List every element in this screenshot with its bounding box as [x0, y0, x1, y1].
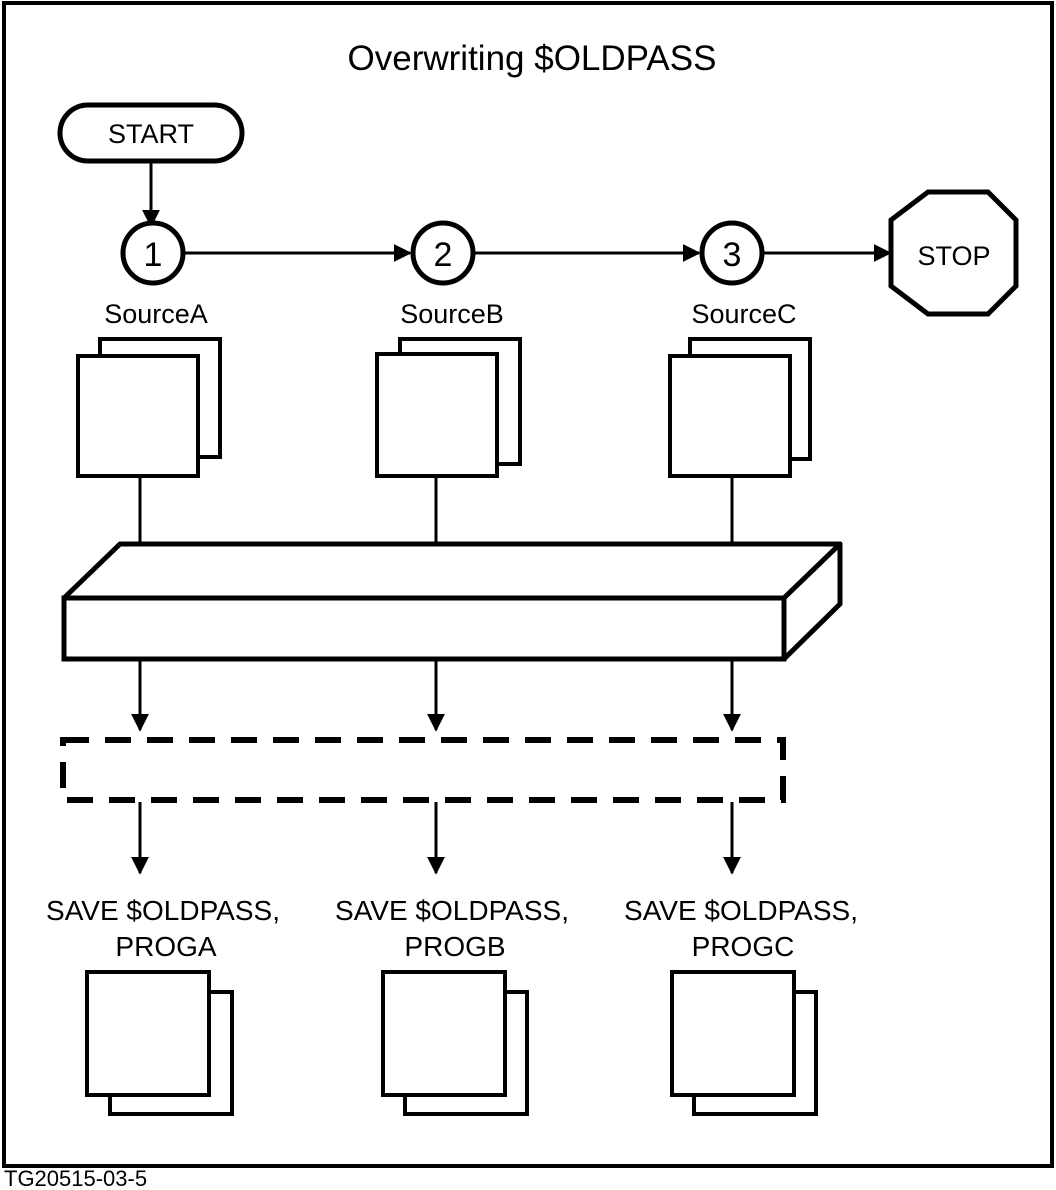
save-command-b-line1: SAVE $OLDPASS, [335, 895, 569, 926]
stop-node: STOP [888, 189, 1019, 317]
step-number-2: 2 [434, 236, 453, 274]
start-label: START [108, 119, 194, 149]
save-command-a-line2: PROGA [115, 931, 216, 962]
start-node: START [57, 102, 245, 164]
source-label-a: SourceA [104, 299, 208, 329]
source-file-icon-a [76, 337, 222, 478]
diagram-title: Overwriting $OLDPASS [348, 39, 717, 78]
step-circle-1: 1 [120, 220, 186, 286]
source-file-icon-b [375, 337, 522, 478]
source-file-icon-c [668, 337, 812, 478]
figure-id: TG20515-03-5 [4, 1166, 147, 1190]
oldpass-dashed-box [60, 737, 786, 803]
step-circle-2: 2 [410, 220, 476, 286]
save-command-b-line2: PROGB [404, 931, 505, 962]
program-file-icon-a [85, 970, 234, 1116]
save-command-c-line1: SAVE $OLDPASS, [624, 895, 858, 926]
diagram-frame [2, 1, 1054, 1168]
step-number-1: 1 [144, 236, 163, 274]
save-command-a-line1: SAVE $OLDPASS, [46, 895, 280, 926]
source-label-b: SourceB [400, 299, 504, 329]
work-area-bar [61, 541, 843, 662]
save-command-c-line2: PROGC [692, 931, 795, 962]
program-file-icon-c [670, 970, 818, 1116]
source-label-c: SourceC [691, 299, 796, 329]
stop-label: STOP [917, 241, 990, 271]
step-number-3: 3 [723, 236, 742, 274]
step-circle-3: 3 [699, 220, 765, 286]
program-file-icon-b [381, 970, 529, 1116]
